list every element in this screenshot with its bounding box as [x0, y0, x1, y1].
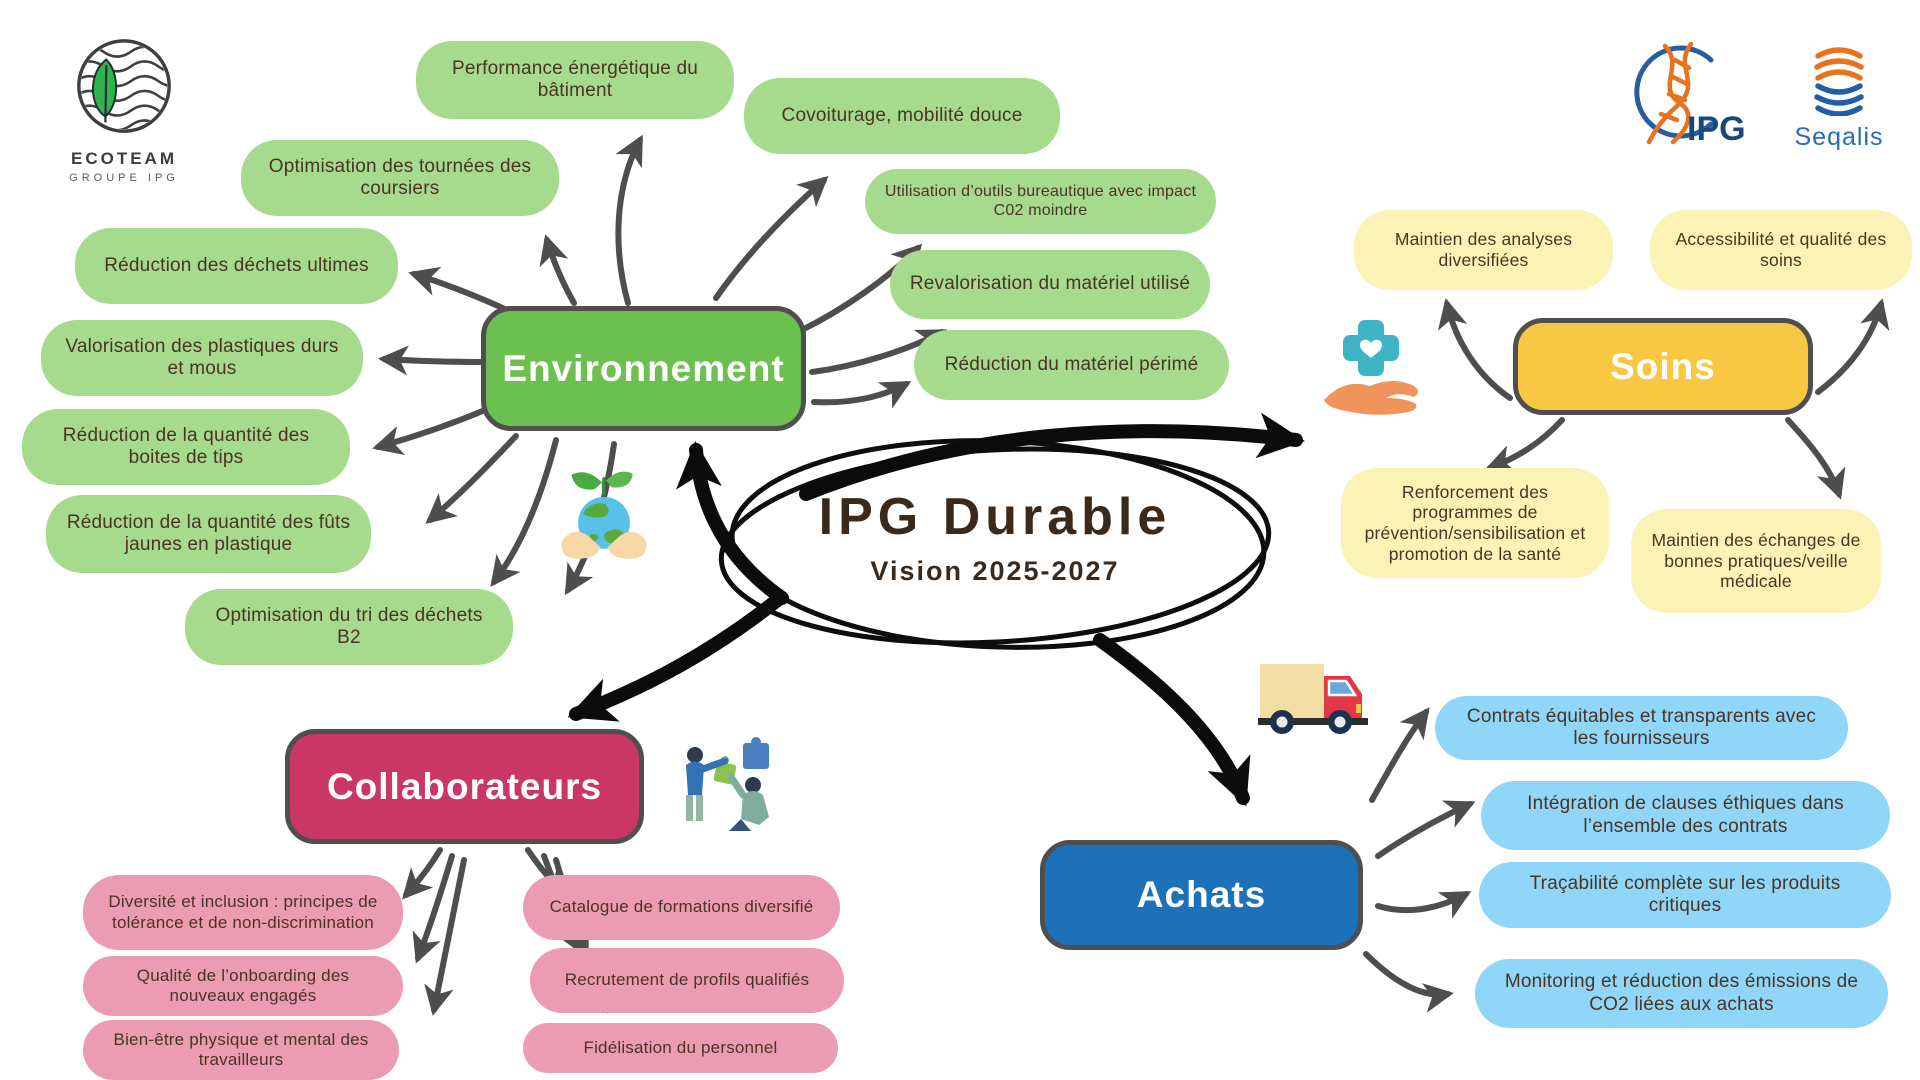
node-environnement: Environnement [481, 306, 806, 431]
hand-holding-medical-cross-icon [1318, 316, 1430, 431]
bubble-bonnes-pratiques: Maintien des échanges de bonnes pratique… [1631, 509, 1881, 613]
bubble-tournees-coursiers: Optimisation des tournées des coursiers [241, 140, 559, 216]
person-standing [686, 747, 729, 821]
bubble-contrats-equitables: Contrats équitables et transparents avec… [1435, 696, 1848, 760]
svg-text:IPG: IPG [1687, 110, 1745, 148]
bubble-monitoring-co2: Monitoring et réduction des émissions de… [1475, 959, 1888, 1028]
arrow-to-environnement [675, 441, 789, 605]
bubble-materiel-perime: Réduction du matériel périmé [914, 330, 1229, 400]
delivery-truck-icon [1248, 648, 1382, 745]
bubble-fidelisation: Fidélisation du personnel [523, 1023, 838, 1073]
ecoteam-logo-sub: GROUPE IPG [69, 172, 179, 184]
seqalis-arcs-icon [1814, 47, 1864, 117]
bubble-accessibilite-soins: Accessibilité et qualité des soins [1650, 210, 1912, 290]
person-kneeling [727, 773, 769, 831]
bubble-outils-bureautique: Utilisation d’outils bureautique avec im… [865, 169, 1216, 234]
central-topic: IPG Durable Vision 2025-2027 [695, 487, 1295, 587]
bubble-performance-energetique: Performance énergétique du bâtiment [416, 41, 734, 119]
bubble-clauses-ethiques: Intégration de clauses éthiques dans l’e… [1481, 781, 1890, 850]
bubble-tracabilite: Traçabilité complète sur les produits cr… [1479, 862, 1891, 928]
ipg-dna-icon: IPG [1633, 41, 1745, 148]
leaf-arrows [372, 134, 1890, 1016]
ecoteam-logo-name: ECOTEAM [71, 149, 177, 168]
central-title: IPG Durable [818, 488, 1172, 546]
bubble-tri-dechets-b2: Optimisation du tri des déchets B2 [185, 589, 513, 665]
bubble-recrutement-profils: Recrutement de profils qualifiés [530, 948, 844, 1013]
ecoteam-logo: ECOTEAM GROUPE IPG [58, 34, 190, 184]
ipg-logo: IPG [1612, 38, 1747, 159]
bubble-catalogue-formations: Catalogue de formations diversifié [523, 875, 840, 940]
bubble-valorisation-plastiques: Valorisation des plastiques durs et mous [41, 320, 363, 396]
node-soins: Soins [1513, 318, 1813, 415]
earth-in-hands-icon [556, 460, 652, 581]
bubble-diversite-inclusion: Diversité et inclusion : principes de to… [83, 875, 403, 950]
bubble-boites-de-tips: Réduction de la quantité des boites de t… [22, 409, 350, 485]
bubble-covoiturage: Covoiturage, mobilité douce [744, 78, 1060, 154]
bubble-analyses-diversifiees: Maintien des analyses diversifiées [1354, 210, 1613, 290]
arrow-to-soins [799, 412, 1305, 501]
main-branch-arrows [567, 412, 1305, 807]
bubble-dechets-ultimes: Réduction des déchets ultimes [75, 228, 398, 304]
seqalis-logo-name: Seqalis [1794, 123, 1884, 151]
node-achats: Achats [1040, 840, 1363, 950]
people-solving-puzzle-icon [669, 733, 789, 846]
arrow-to-achats [1093, 633, 1251, 807]
bubble-prevention-sante: Renforcement des programmes de préventio… [1341, 468, 1609, 578]
arrow-to-collaborateurs [567, 591, 787, 722]
seqalis-logo: Seqalis [1776, 44, 1902, 152]
bubble-futs-jaunes: Réduction de la quantité des fûts jaunes… [46, 495, 371, 573]
ecoteam-wave-leaf-icon [77, 39, 171, 133]
bubble-onboarding: Qualité de l’onboarding des nouveaux eng… [83, 956, 403, 1016]
node-collaborateurs: Collaborateurs [285, 729, 644, 844]
bubble-bien-etre: Bien-être physique et mental des travail… [83, 1020, 399, 1080]
bubble-revalorisation-materiel: Revalorisation du matériel utilisé [890, 250, 1210, 319]
central-subtitle: Vision 2025-2027 [870, 556, 1120, 586]
